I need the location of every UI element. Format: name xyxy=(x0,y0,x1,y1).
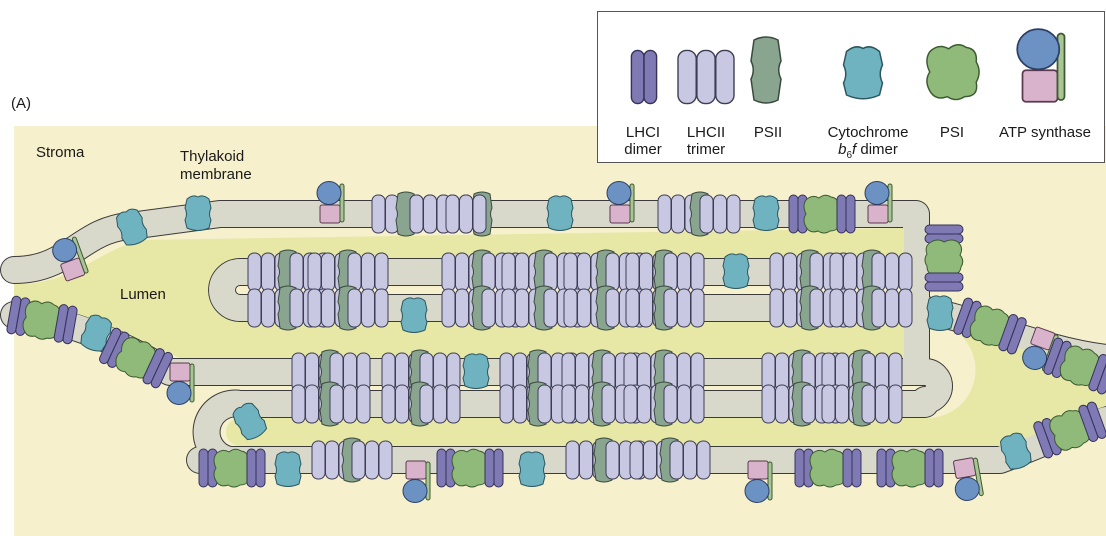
lhcii-complex xyxy=(410,195,450,233)
stroma-label: Stroma xyxy=(36,144,84,162)
legend-cytochrome: Cytochrome b6f dimer xyxy=(816,124,920,164)
atp-synthase-complex xyxy=(167,363,194,405)
lhcii-complex xyxy=(330,385,370,423)
lhcii-complex xyxy=(670,441,710,479)
lhcii-complex xyxy=(872,253,912,291)
thylakoid-membrane-label-2: membrane xyxy=(180,166,252,184)
lhcii-complex xyxy=(446,195,486,233)
lhcii-complex xyxy=(664,253,704,291)
cytochrome-complex xyxy=(547,196,573,231)
psi-complex xyxy=(199,449,265,487)
legend-atp-synthase: ATP synthase xyxy=(990,124,1100,141)
atp-synthase-complex xyxy=(745,461,772,503)
lhcii-complex xyxy=(700,195,740,233)
atp-synthase-complex xyxy=(607,182,634,224)
panel-label: (A) xyxy=(11,95,31,113)
cytochrome-complex xyxy=(401,298,427,333)
cytochrome-complex xyxy=(185,196,211,231)
lhcii-icon xyxy=(678,50,734,103)
cytochrome-icon xyxy=(844,47,883,99)
lhcii-complex xyxy=(348,289,388,327)
psi-complex xyxy=(437,449,503,487)
cytochrome-complex xyxy=(927,296,953,331)
atp-synthase-icon xyxy=(1017,29,1064,102)
psi-complex xyxy=(789,195,855,233)
psi-complex xyxy=(795,449,861,487)
psii-icon xyxy=(751,37,781,103)
atp-synthase-complex xyxy=(317,182,344,224)
lhcii-complex xyxy=(348,253,388,291)
psi-icon xyxy=(927,45,979,100)
lumen-label: Lumen xyxy=(120,286,166,304)
cytochrome-complex xyxy=(463,354,489,389)
atp-synthase-complex xyxy=(403,461,430,503)
thylakoid-membrane-label-1: Thylakoid xyxy=(180,148,244,166)
lhcii-complex xyxy=(862,385,902,423)
lhci-icon xyxy=(631,50,656,103)
lhcii-complex xyxy=(420,385,460,423)
cytochrome-complex xyxy=(519,452,545,487)
legend-psii: PSII xyxy=(748,124,788,141)
legend-psi: PSI xyxy=(934,124,970,141)
lhcii-complex xyxy=(352,441,392,479)
lhcii-complex xyxy=(664,289,704,327)
lhcii-complex xyxy=(664,385,704,423)
psi-complex xyxy=(925,225,963,291)
atp-synthase-complex xyxy=(865,182,892,224)
cytochrome-complex xyxy=(275,452,301,487)
lhcii-complex xyxy=(872,289,912,327)
psi-complex xyxy=(877,449,943,487)
cytochrome-complex xyxy=(723,254,749,289)
cytochrome-complex xyxy=(753,196,779,231)
